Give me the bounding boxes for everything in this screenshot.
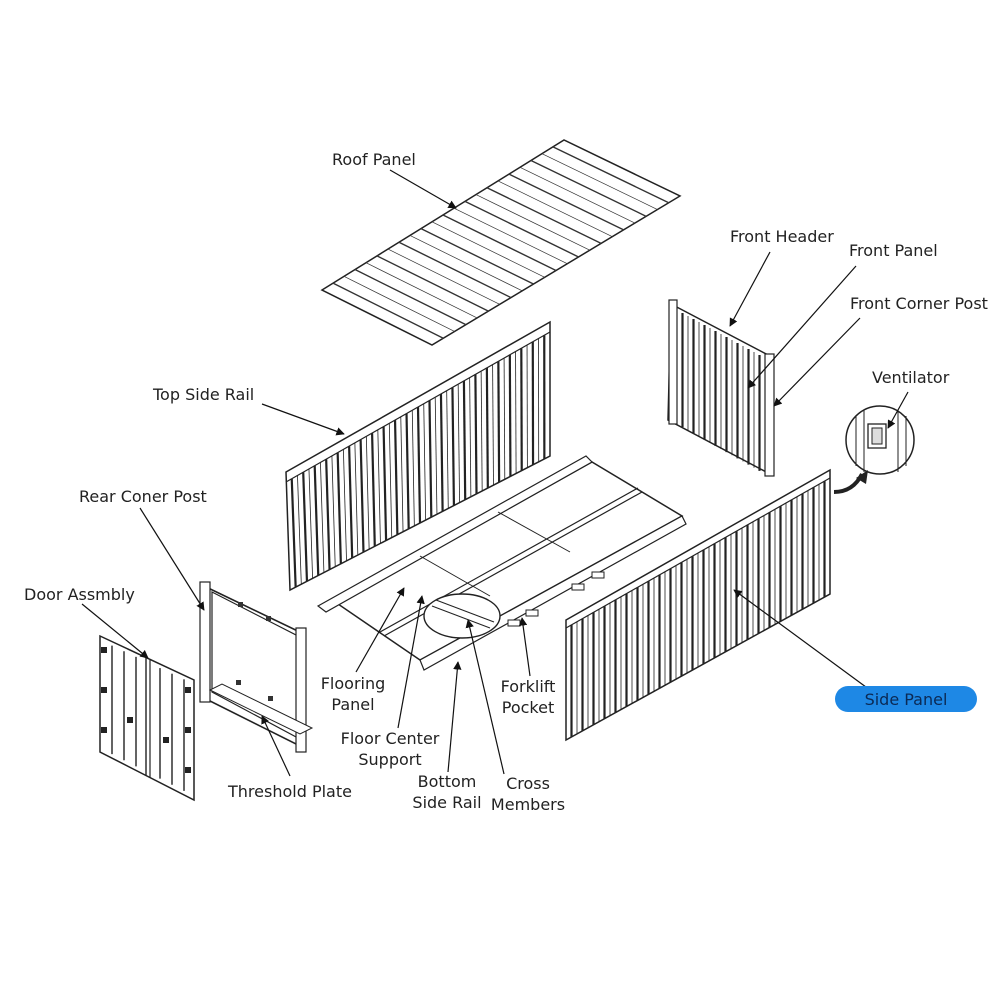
label-threshold-plate: Threshold Plate	[227, 782, 352, 801]
ventilator-detail	[834, 406, 914, 492]
label-floor-center-support-line2: Support	[358, 750, 421, 769]
label-flooring-panel-line1: Flooring	[321, 674, 386, 693]
leader-top-side-rail	[262, 404, 344, 434]
label-cross-members-line2: Members	[491, 795, 565, 814]
front-wall-part	[668, 300, 774, 476]
rear-corner-frame-part	[200, 582, 312, 752]
label-rear-corner-post: Rear Coner Post	[79, 487, 207, 506]
label-floor-center-support-line1: Floor Center	[341, 729, 440, 748]
label-roof-panel: Roof Panel	[332, 150, 416, 169]
leader-rear-corner-post	[140, 508, 204, 610]
label-side-panel: Side Panel	[865, 690, 948, 709]
leader-bottom-side-rail	[448, 662, 458, 772]
label-door-assembly: Door Assmbly	[24, 585, 135, 604]
label-top-side-rail: Top Side Rail	[152, 385, 254, 404]
label-front-corner-post: Front Corner Post	[850, 294, 988, 313]
leader-forklift-pocket	[522, 618, 530, 676]
roof-panel-part	[322, 140, 680, 345]
label-bottom-side-rail-line1: Bottom	[418, 772, 477, 791]
label-cross-members-line1: Cross	[506, 774, 550, 793]
leader-front-panel	[748, 266, 856, 388]
label-front-panel: Front Panel	[849, 241, 938, 260]
label-bottom-side-rail-line2: Side Rail	[412, 793, 481, 812]
label-flooring-panel-line2: Panel	[331, 695, 374, 714]
label-forklift-pocket-line1: Forklift	[501, 677, 556, 696]
leader-roof-panel	[390, 170, 456, 208]
leader-cross-members	[468, 620, 504, 774]
leader-front-header	[730, 252, 770, 326]
leader-front-corner-post	[774, 318, 860, 406]
label-side-panel-highlight: Side Panel	[835, 686, 977, 712]
label-forklift-pocket-line2: Pocket	[502, 698, 554, 717]
door-assembly-part	[100, 636, 194, 800]
label-front-header: Front Header	[730, 227, 834, 246]
label-ventilator: Ventilator	[872, 368, 950, 387]
